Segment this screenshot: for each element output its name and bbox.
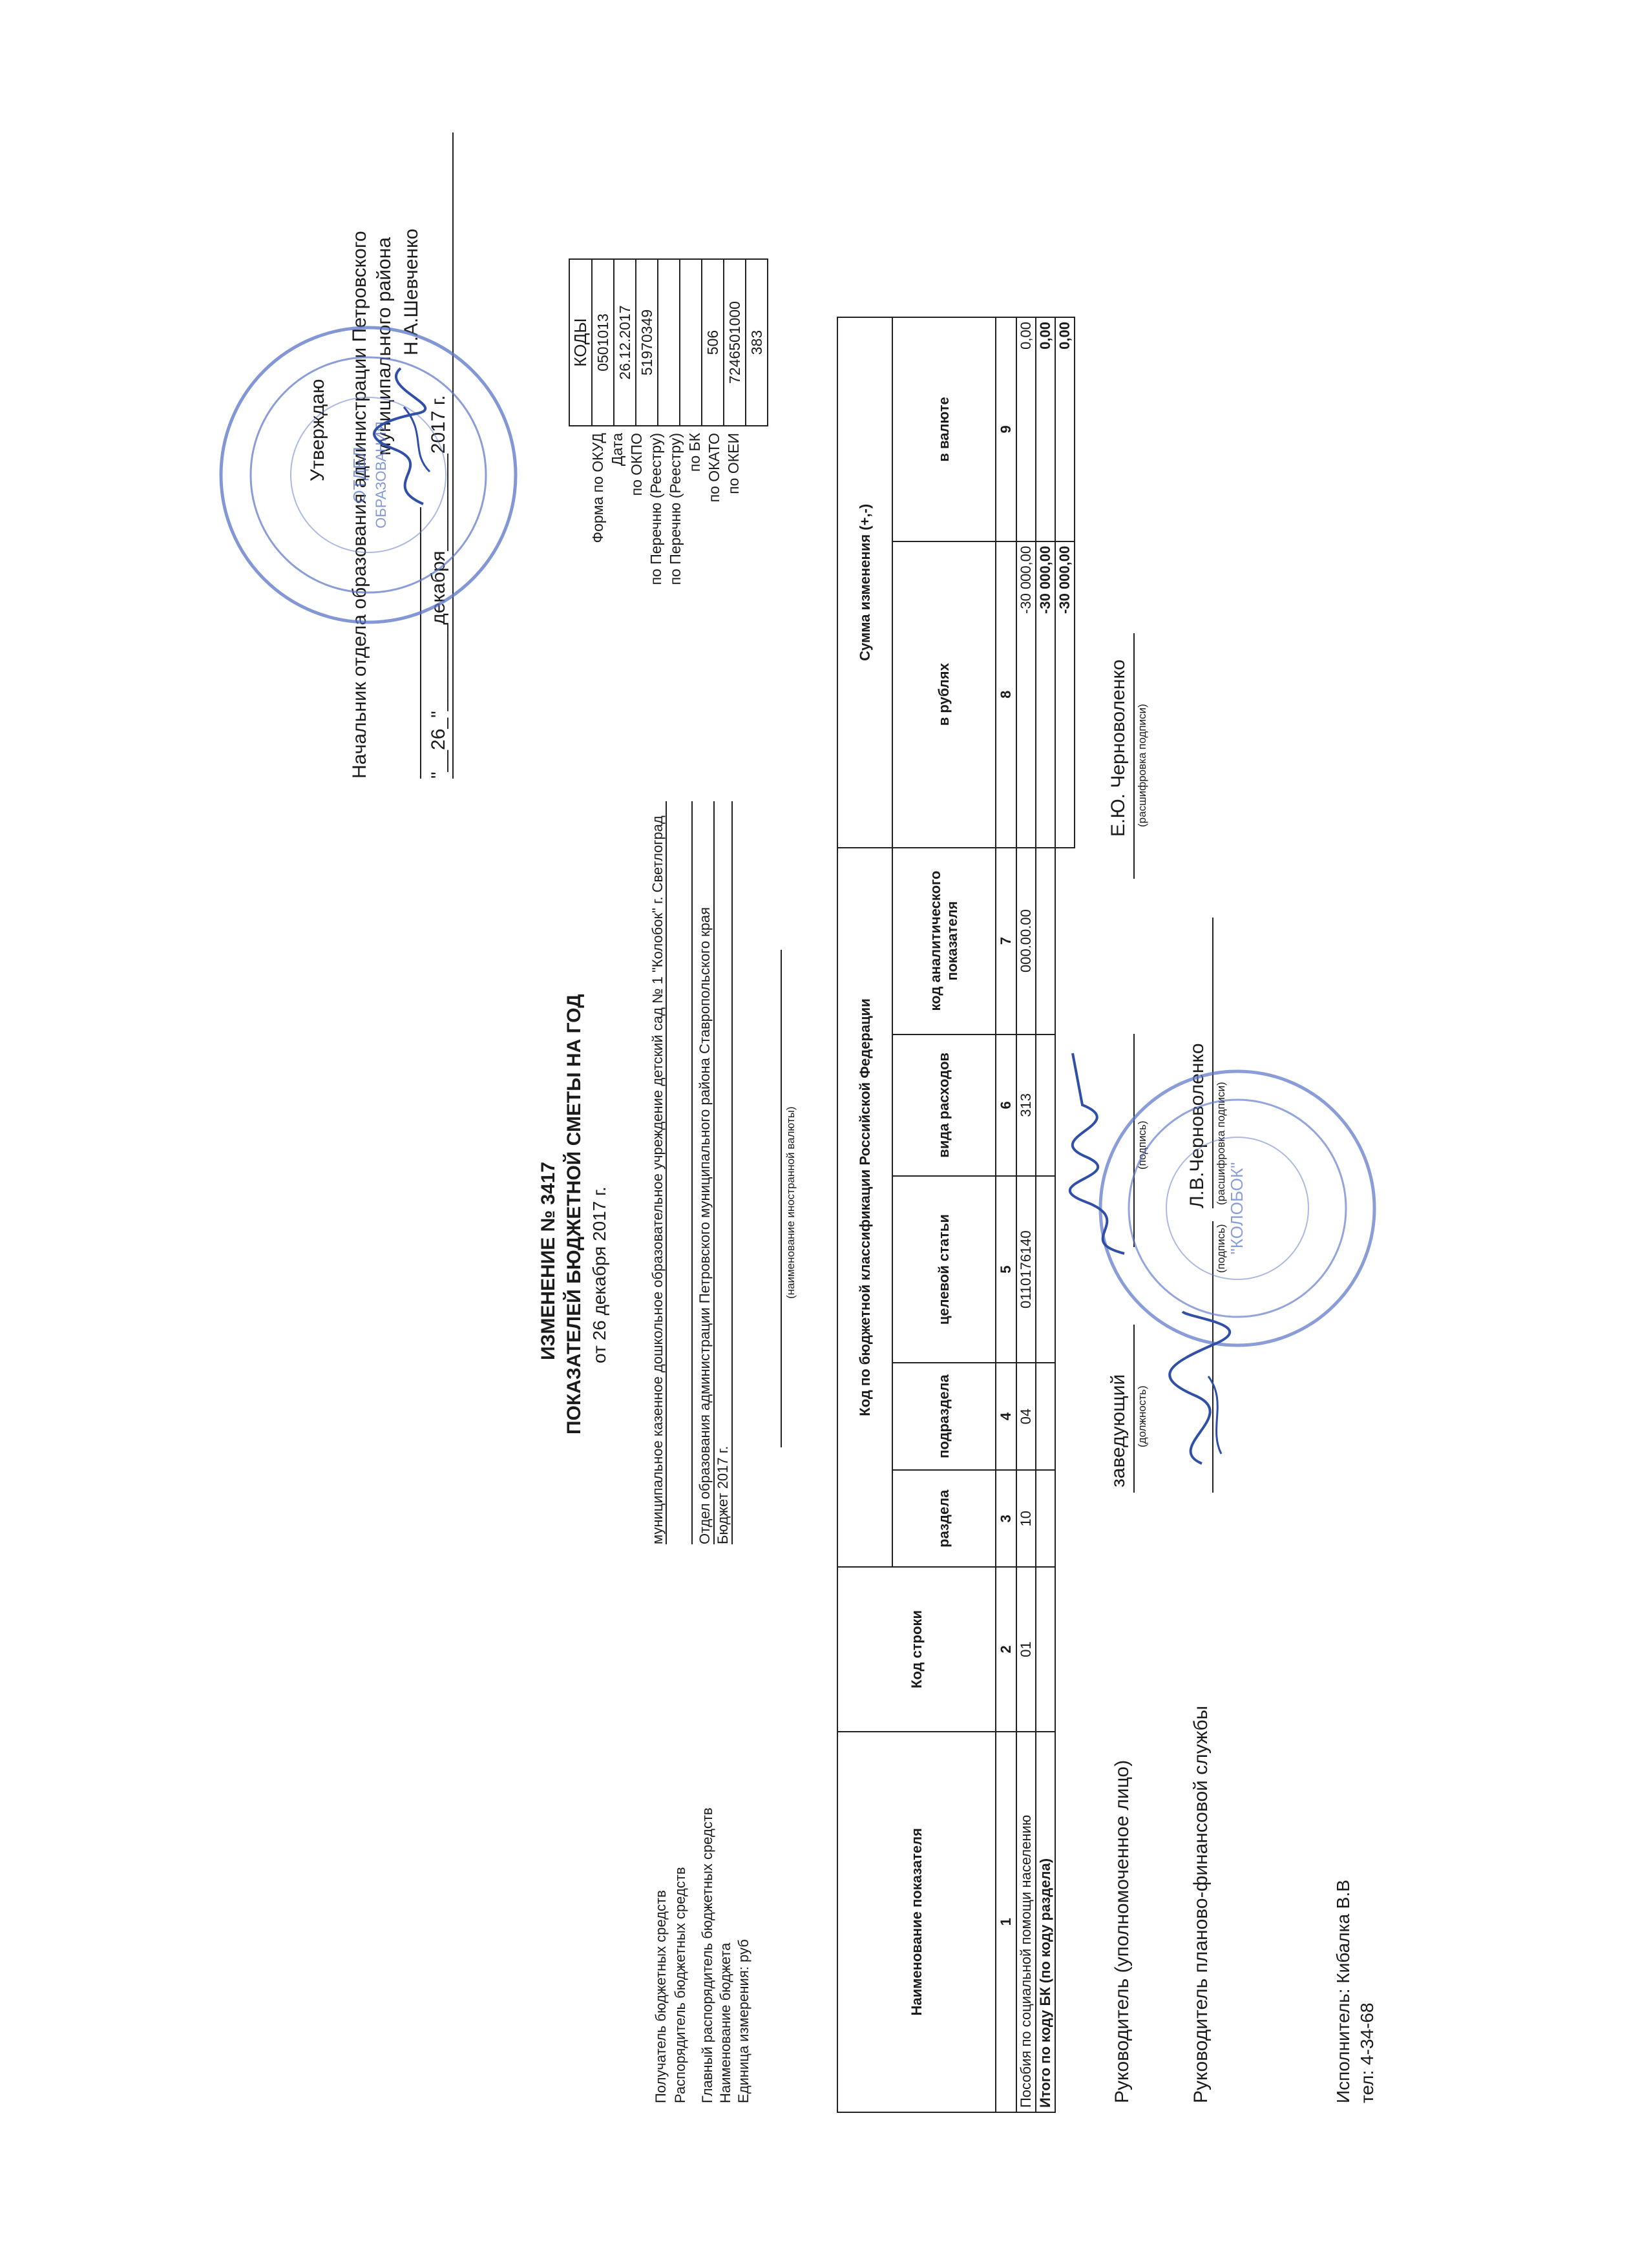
row-expense: 313 — [1016, 1034, 1036, 1177]
row-rub: -30 000,00 — [1016, 541, 1036, 848]
row-subsection: 04 — [1016, 1363, 1036, 1471]
col-header-name: Наименование показателя — [837, 1731, 996, 2112]
caption-decode: (расшифровка подписи) — [1136, 704, 1148, 827]
budget-table: Наименование показателя Код строки Код п… — [837, 317, 1075, 2113]
codes-label-okpo: по ОКПО — [628, 433, 645, 496]
subtotal-currency: 0,00 — [1036, 317, 1055, 541]
currency-caption: (наименование иностранной валюты) — [784, 1106, 797, 1299]
head-name: Е.Ю. Черноволенко — [1108, 659, 1129, 837]
head-name-line — [1133, 633, 1135, 879]
codes-value-registry-2 — [680, 259, 702, 426]
approval-handwritten-signature — [373, 367, 431, 505]
group-header-sum: Сумма изменения (+,-) — [837, 317, 892, 848]
col-header-section: раздела — [892, 1470, 996, 1568]
codes-label-okud: Форма по ОКУД — [589, 433, 606, 543]
manager-label: Распорядитель бюджетных средств — [672, 1867, 688, 2103]
col-header-currency: в валюте — [892, 317, 996, 541]
recipient-label: Получатель бюджетных средств — [653, 1890, 669, 2103]
codes-value-okato: 7246501000 — [724, 259, 746, 426]
fin-head-label: Руководитель планово-финансовой службы — [1190, 1705, 1212, 2103]
budget-name-label: Наименование бюджета — [717, 1942, 733, 2103]
codes-table: КОДЫ 0501013 26.12.2017 51970349 506 724… — [569, 258, 768, 426]
unit-label: Единица измерения: руб — [735, 1939, 751, 2103]
codes-label-bk: по БК — [686, 433, 703, 472]
codes-label-registry-2: по Перечню (Реестру) — [667, 433, 684, 585]
doc-title-main: ПОКАЗАТЕЛЕЙ БЮДЖЕТНОЙ СМЕТЫ НА ГОД — [563, 994, 585, 1435]
col-number: 2 — [996, 1567, 1016, 1732]
subtotal-name: Итого по коду БК (по коду раздела) — [1036, 1731, 1055, 2112]
codes-label-okei: по ОКЕИ — [725, 433, 742, 494]
group-header-bk: Код по бюджетной классификации Российско… — [837, 847, 892, 1568]
subtotal-analytic — [1036, 847, 1055, 1034]
recipient-value: муниципальное казенное дошкольное образо… — [649, 815, 666, 1544]
col-header-subsection: подраздела — [892, 1363, 996, 1471]
col-header-expense: вида расходов — [892, 1034, 996, 1177]
col-number: 7 — [996, 847, 1016, 1034]
svg-text:ОТДЕЛ: ОТДЕЛ — [350, 446, 369, 503]
recipient-underline — [666, 801, 667, 1544]
subtotal-code — [1036, 1567, 1055, 1732]
col-number: 1 — [996, 1731, 1016, 2112]
codes-labels: Форма по ОКУД Дата по ОКПО по Перечню (Р… — [569, 433, 743, 653]
table-row: Пособия по социальной помощи населению 0… — [1016, 317, 1036, 2112]
codes-label-date: Дата — [609, 433, 625, 466]
codes-value-okei: 383 — [746, 259, 768, 426]
col-number: 9 — [996, 317, 1016, 541]
doc-title-number: ИЗМЕНЕНИЕ № 3417 — [538, 1161, 559, 1360]
subtotal-expense — [1036, 1034, 1055, 1177]
head-position-line — [1133, 1325, 1135, 1493]
executor: Исполнитель: Кибалка В.В — [1333, 1880, 1353, 2103]
total-rub: -30 000,00 — [1055, 541, 1075, 848]
codes-value-registry-1 — [658, 259, 680, 426]
col-number: 3 — [996, 1470, 1016, 1568]
budget-underline — [731, 801, 733, 1544]
subtotal-target — [1036, 1176, 1055, 1363]
codes-value-okud: 0501013 — [592, 259, 614, 426]
subtotal-rub: -30 000,00 — [1036, 541, 1055, 848]
col-header-rub: в рублях — [892, 541, 996, 848]
table-row-subtotal: Итого по коду БК (по коду раздела) -30 0… — [1036, 317, 1055, 2112]
col-header-analytic: код аналитического показателя — [892, 847, 996, 1034]
codes-value-okpo: 51970349 — [636, 259, 658, 426]
codes-value-date: 26.12.2017 — [614, 259, 636, 426]
chief-manager-label: Главный распорядитель бюджетных средств — [699, 1807, 715, 2103]
svg-text:"КОЛОБОК": "КОЛОБОК" — [1227, 1162, 1246, 1255]
executor-phone: тел: 4-34-68 — [1357, 2002, 1377, 2103]
head-handwritten-signature — [1068, 1053, 1125, 1255]
fin-handwritten-signature — [1168, 1310, 1231, 1465]
column-number-row: 1 2 3 4 5 6 7 8 9 — [996, 317, 1016, 2112]
col-header-row-code: Код строки — [837, 1567, 996, 1732]
head-position: заведующий — [1108, 1374, 1129, 1487]
col-number: 4 — [996, 1363, 1016, 1471]
col-header-target: целевой статьи — [892, 1176, 996, 1363]
subtotal-subsection — [1036, 1363, 1055, 1471]
head-signatory-label: Руководитель (уполномоченное лицо) — [1111, 1759, 1133, 2103]
row-name: Пособия по социальной помощи населению — [1016, 1731, 1036, 2112]
chief-manager-value: Отдел образования администрации Петровск… — [697, 907, 713, 1544]
row-currency: 0,00 — [1016, 317, 1036, 541]
manager-underline — [691, 801, 693, 1544]
currency-underline — [781, 950, 782, 1447]
codes-label-registry-1: по Перечню (Реестру) — [647, 433, 664, 585]
codes-label-okato: по ОКАТО — [706, 433, 722, 503]
row-code: 01 — [1016, 1567, 1036, 1732]
col-number: 8 — [996, 541, 1016, 848]
total-currency: 0,00 — [1055, 317, 1075, 541]
caption-position: (должность) — [1136, 1385, 1148, 1447]
budget-name-value: Бюджет 2017 г. — [715, 1445, 731, 1544]
row-section: 10 — [1016, 1470, 1036, 1568]
approval-seal-stamp: ОТДЕЛ ОБРАЗОВАНИЯ — [219, 326, 518, 624]
subtotal-section — [1036, 1470, 1055, 1568]
col-number: 6 — [996, 1034, 1016, 1177]
chief-manager-underline — [713, 801, 715, 1544]
row-target: 0110176140 — [1016, 1176, 1036, 1363]
row-analytic: 000.00.00 — [1016, 847, 1036, 1034]
doc-title-date: от 26 декабря 2017 г. — [589, 1186, 609, 1363]
codes-value-bk: 506 — [702, 259, 724, 426]
col-number: 5 — [996, 1176, 1016, 1363]
codes-header: КОДЫ — [569, 259, 592, 426]
